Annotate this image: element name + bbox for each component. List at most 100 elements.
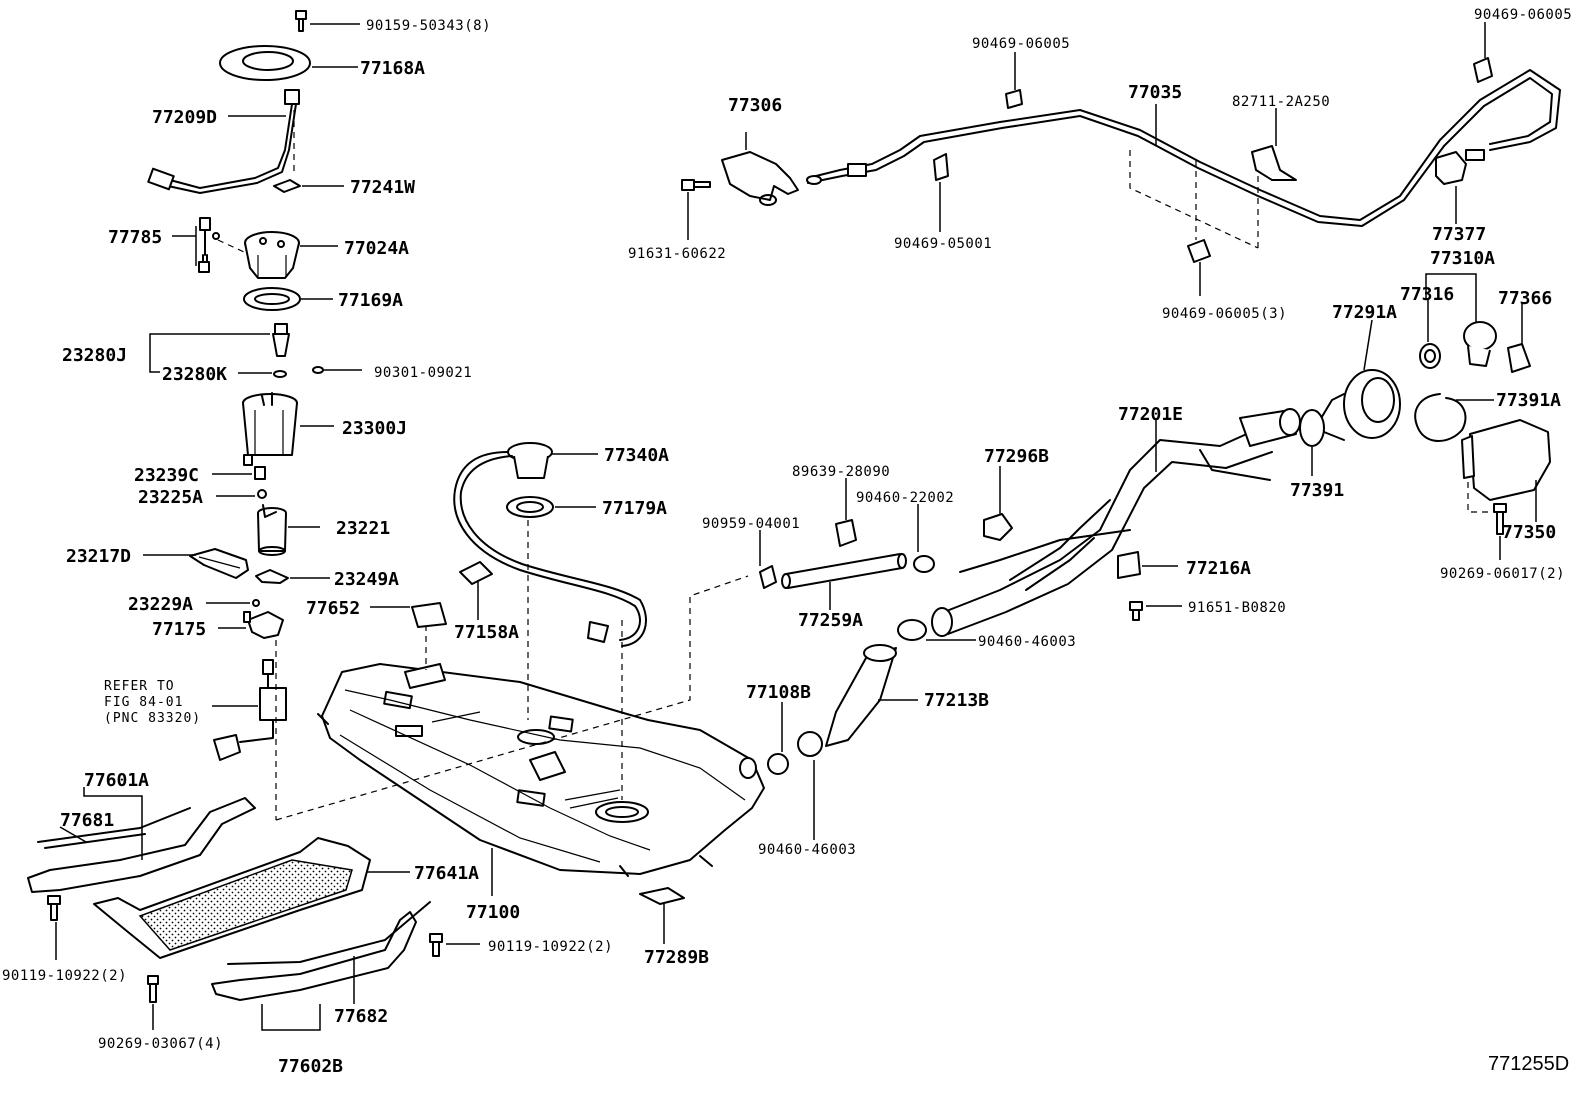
strap-77601a-part xyxy=(27,797,256,893)
labels: 90159-50343(8) 77168A 77209D 77241W 7778… xyxy=(2,7,1572,1077)
clip-90469-top-part xyxy=(1005,89,1023,109)
label-77179a: 77179A xyxy=(602,498,667,519)
clip-90469-3-part xyxy=(1187,239,1211,263)
fuel-door-77350-part xyxy=(1461,419,1551,501)
screw-90159-part xyxy=(295,10,307,32)
label-23225a: 23225A xyxy=(138,487,203,508)
bolt-91631-part xyxy=(681,179,711,191)
label-90269b: 90269-06017(2) xyxy=(1440,566,1565,582)
retainer-ring-77168a-part xyxy=(219,45,311,81)
label-77216a: 77216A xyxy=(1186,558,1251,579)
label-77682: 77682 xyxy=(334,1006,388,1027)
clip-77241w-part xyxy=(273,179,301,193)
refer-note-line1: REFER TO xyxy=(104,679,175,694)
label-90159: 90159-50343(8) xyxy=(366,18,491,34)
cap-77316-part xyxy=(1419,343,1441,369)
gasket-77391-part xyxy=(1299,409,1325,447)
label-77213b: 77213B xyxy=(924,690,989,711)
hose-77213b-part xyxy=(825,644,897,747)
ring-77391a-part xyxy=(1414,393,1467,442)
clamp-77158a-part xyxy=(459,561,493,585)
lock-77377-part xyxy=(1435,149,1485,185)
label-90469-05001: 90469-05001 xyxy=(894,236,992,252)
clip-90469-tr-part xyxy=(1473,57,1493,83)
label-90119b: 90119-10922(2) xyxy=(488,939,613,955)
clip-90959-part xyxy=(759,565,777,589)
label-77241w: 77241W xyxy=(350,177,415,198)
bolt-90269a-part xyxy=(147,975,159,1003)
gasket-77179a-part xyxy=(506,496,554,518)
label-77209d: 77209D xyxy=(152,107,217,128)
clip-90469-05001-part xyxy=(933,153,949,181)
label-91631: 91631-60622 xyxy=(628,246,726,262)
part-23225a xyxy=(257,489,267,499)
opener-77306-part xyxy=(721,132,799,206)
label-77391: 77391 xyxy=(1290,480,1344,501)
label-90460-22002: 90460-22002 xyxy=(856,490,954,506)
cover-77024a-part xyxy=(244,231,300,279)
label-23300j: 23300J xyxy=(342,418,407,439)
filter-23217d-part xyxy=(189,548,249,579)
label-77296b: 77296B xyxy=(984,446,1049,467)
label-77289b: 77289B xyxy=(644,947,709,968)
label-90469-tr: 90469-06005 xyxy=(1474,7,1572,23)
label-90119a: 90119-10922(2) xyxy=(2,968,127,984)
label-77100: 77100 xyxy=(466,902,520,923)
label-77602b: 77602B xyxy=(278,1056,343,1077)
filler-pipe-77201e-part xyxy=(931,408,1301,637)
refer-note-line3: (PNC 83320) xyxy=(104,711,201,726)
oring-90301-part xyxy=(312,366,324,374)
label-77259a: 77259A xyxy=(798,610,863,631)
clip-77366-part xyxy=(1507,343,1531,373)
label-77306: 77306 xyxy=(728,95,782,116)
label-77169a: 77169A xyxy=(338,290,403,311)
cap-77340a-part xyxy=(453,442,647,647)
label-23217d: 23217D xyxy=(66,546,131,567)
cap-77310a-part xyxy=(1463,321,1497,367)
label-77377: 77377 xyxy=(1432,224,1486,245)
regulator-23280j-part xyxy=(272,323,290,357)
clamp-90460-46003a-part xyxy=(897,619,927,641)
clip-77296b-part xyxy=(983,513,1013,541)
filter-23300j-part xyxy=(242,392,298,466)
level-sender-part xyxy=(213,659,287,761)
cable-77035-part xyxy=(806,69,1561,227)
label-23239c: 23239C xyxy=(134,465,199,486)
bolt-90119a-part xyxy=(47,895,61,921)
label-90301: 90301-09021 xyxy=(374,365,472,381)
label-77366: 77366 xyxy=(1498,288,1552,309)
label-90469-3: 90469-06005(3) xyxy=(1162,306,1287,322)
strap-77602b-part xyxy=(211,901,431,1001)
wire-77209d-part xyxy=(147,89,300,194)
label-77024a: 77024A xyxy=(344,238,409,259)
label-77391a: 77391A xyxy=(1496,390,1561,411)
bracket-77289b-part xyxy=(639,887,685,905)
label-77201e: 77201E xyxy=(1118,404,1183,425)
label-23229a: 23229A xyxy=(128,594,193,615)
hose-77259a-part xyxy=(781,553,907,589)
label-77316: 77316 xyxy=(1400,284,1454,305)
label-77310a: 77310A xyxy=(1430,248,1495,269)
part-23249a xyxy=(255,569,289,584)
diagram-id: 771255D xyxy=(1488,1053,1569,1075)
label-90469-top: 90469-06005 xyxy=(972,36,1070,52)
oring-23280k-part xyxy=(273,370,287,378)
label-77340a: 77340A xyxy=(604,445,669,466)
plate-77652-part xyxy=(411,602,447,628)
bolt-91651-part xyxy=(1129,601,1143,621)
label-91651: 91651-B0820 xyxy=(1188,600,1286,616)
label-77652: 77652 xyxy=(306,598,360,619)
filler-cap-77291a-part xyxy=(1319,369,1401,441)
sensor-77785-part xyxy=(198,217,220,273)
label-23280k: 23280K xyxy=(162,364,227,385)
label-77168a: 77168A xyxy=(360,58,425,79)
bracket-77216a-part xyxy=(1117,551,1141,579)
grommet-77108b-part xyxy=(767,753,789,775)
label-89639: 89639-28090 xyxy=(792,464,890,480)
bracket-77175-part xyxy=(243,611,284,639)
fuel-tank-77100-part xyxy=(317,663,765,877)
label-77158a: 77158A xyxy=(454,622,519,643)
clip-82711-part xyxy=(1251,145,1297,181)
label-23280j: 23280J xyxy=(62,345,127,366)
label-23221: 23221 xyxy=(336,518,390,539)
